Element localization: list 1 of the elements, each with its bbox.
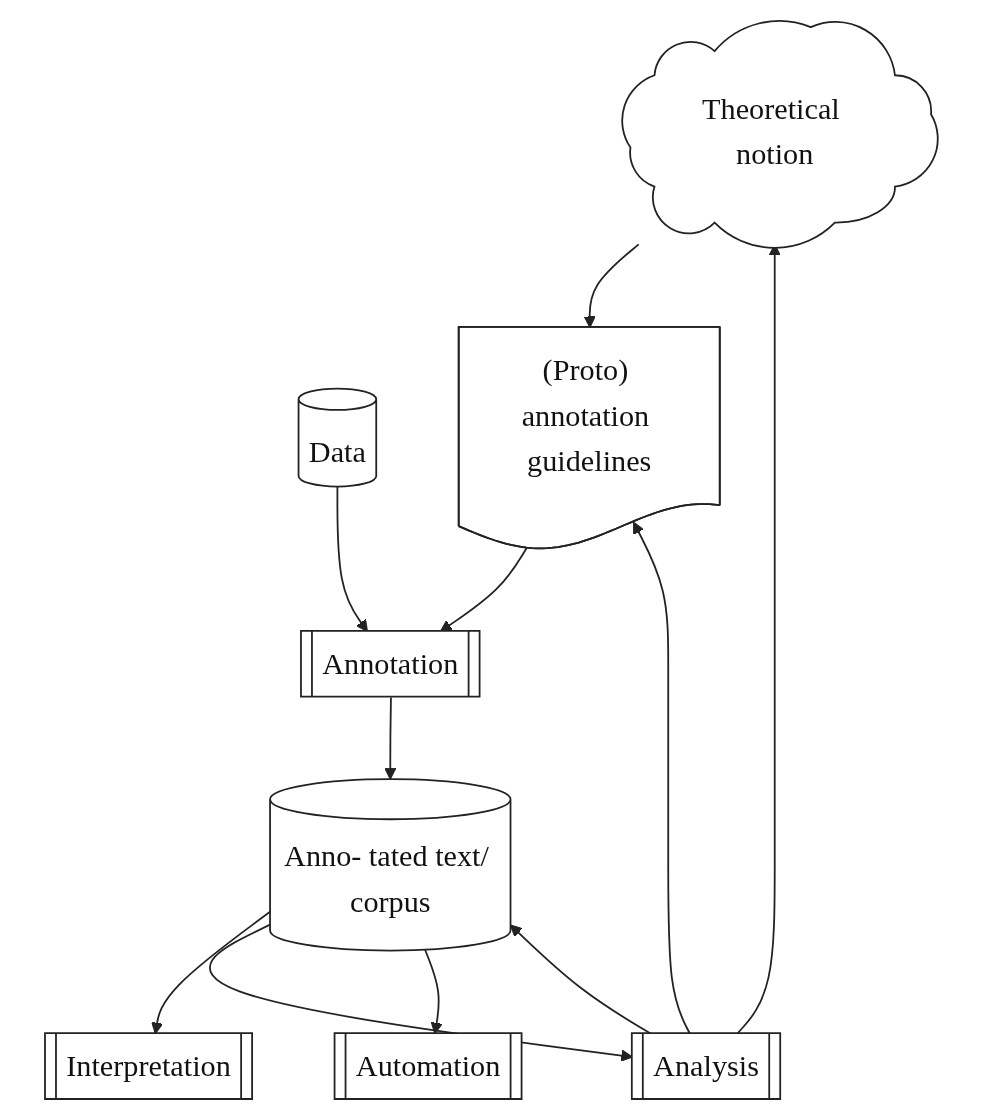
- arrow: [383, 696, 396, 780]
